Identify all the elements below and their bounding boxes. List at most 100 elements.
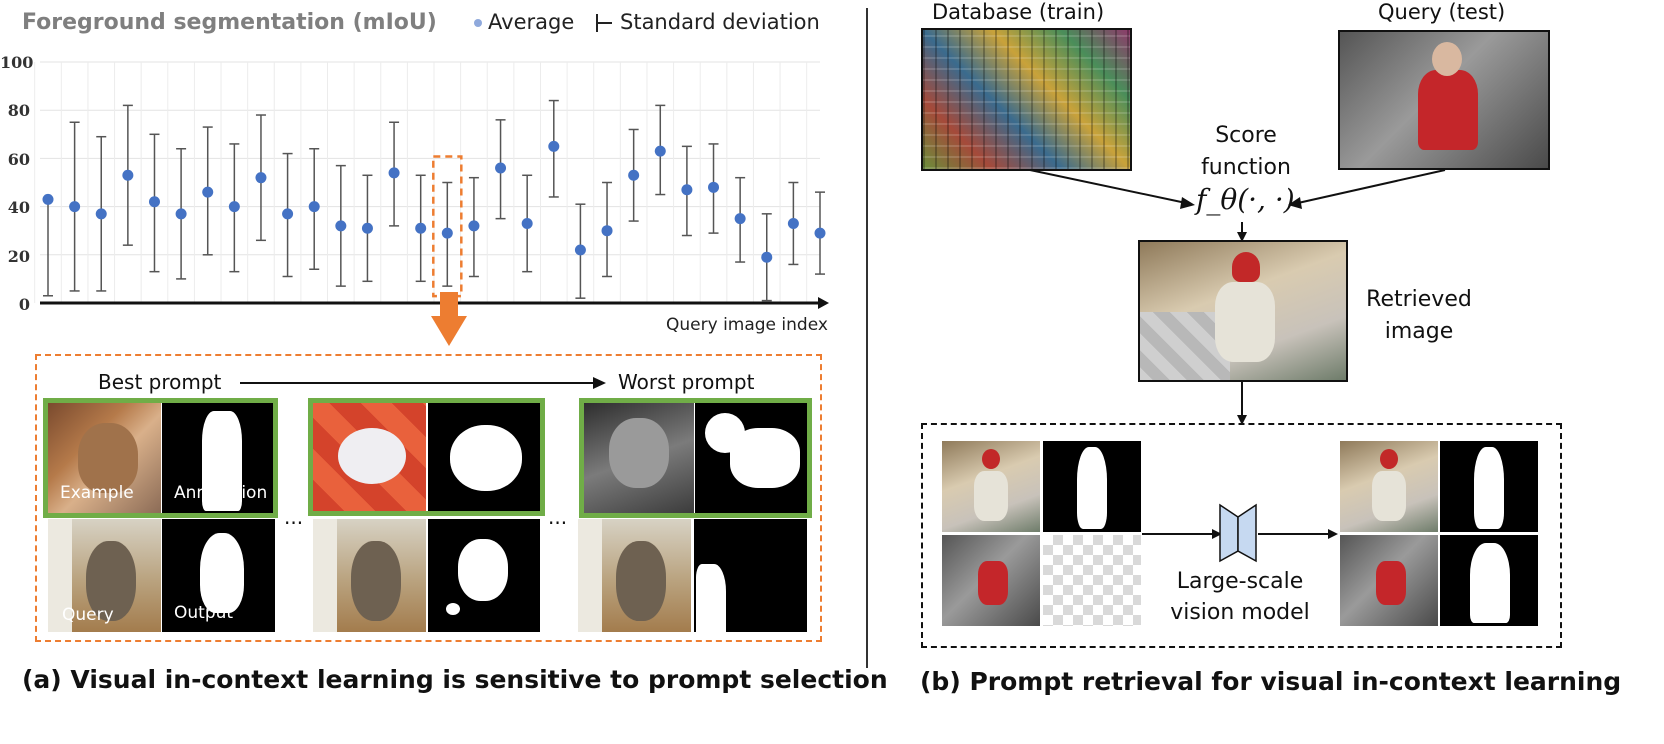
average-point — [228, 201, 240, 213]
x-axis-arrow-icon — [818, 297, 829, 309]
score-function-label: Score function — [1186, 120, 1306, 184]
example-label: Example — [60, 483, 134, 503]
average-point — [601, 225, 613, 237]
legend-std-text: Standard deviation — [620, 10, 820, 34]
ellipsis-2: ... — [548, 505, 568, 529]
legend-average: Average — [474, 10, 574, 34]
average-point — [148, 196, 160, 208]
down-arrow-icon — [431, 316, 467, 346]
average-point — [388, 167, 400, 179]
average-point — [761, 251, 773, 263]
y-tick-40: 40 — [7, 198, 30, 217]
input-prompt-mask — [1043, 441, 1141, 532]
encoder-icon — [1219, 503, 1239, 563]
average-point — [335, 220, 347, 232]
mid-prompt-frame — [308, 398, 545, 516]
legend-average-text: Average — [488, 10, 575, 34]
score-function-line2: function — [1201, 155, 1291, 180]
y-tick-80: 80 — [7, 101, 30, 120]
average-point — [681, 184, 693, 196]
average-point — [42, 193, 54, 205]
annotation-label: Annotation — [174, 483, 268, 503]
query-label: Query — [62, 605, 114, 625]
retrieved-line2: image — [1384, 319, 1454, 344]
std-marker-icon — [596, 14, 612, 32]
query-test-image — [1338, 30, 1550, 170]
example-cat-image-2 — [313, 403, 426, 511]
best-prompt-frame — [43, 398, 278, 518]
output-prompt-mask — [1440, 441, 1538, 532]
average-point — [282, 208, 294, 220]
chart-plot — [34, 61, 829, 346]
flow-arrows — [1029, 169, 1446, 425]
average-point — [69, 201, 81, 213]
query-test-label: Query (test) — [1378, 0, 1506, 24]
average-point — [122, 169, 134, 181]
average-point — [255, 172, 267, 184]
output-label: Output — [174, 603, 234, 623]
query-cat-image: Query — [48, 519, 161, 632]
average-point — [441, 227, 453, 239]
example-cat-image: Example — [48, 403, 161, 515]
decoder-icon — [1237, 503, 1257, 563]
annotation-mask-image: Annotation — [162, 403, 275, 515]
score-formula: f_θ(·, ·) — [1196, 183, 1295, 216]
output-mask-image: Output — [162, 519, 275, 632]
input-prompt-image — [942, 441, 1040, 532]
x-axis-label: Query image index — [666, 315, 828, 335]
chart-title: Foreground segmentation (mIoU) — [22, 10, 437, 35]
output-mask-image-2 — [428, 519, 540, 632]
model-line2: vision model — [1170, 600, 1310, 625]
average-point — [628, 169, 640, 181]
average-point — [814, 227, 826, 239]
panel-divider — [866, 8, 868, 668]
average-point — [308, 201, 320, 213]
average-point — [175, 208, 187, 220]
down-arrow-shaft — [440, 292, 458, 316]
retrieved-line1: Retrieved — [1366, 287, 1472, 312]
output-prompt-image — [1340, 441, 1438, 532]
caption-a: (a) Visual in-context learning is sensit… — [22, 665, 888, 694]
y-tick-0: 0 — [18, 295, 30, 314]
average-point — [787, 217, 799, 229]
model-flow — [1142, 503, 1338, 563]
caption-b: (b) Prompt retrieval for visual in-conte… — [920, 667, 1622, 696]
best-to-worst-arrow-icon — [240, 377, 606, 389]
model-label: Large-scale vision model — [1162, 566, 1318, 628]
database-image-grid — [921, 28, 1132, 171]
masked-output-placeholder — [1043, 535, 1141, 626]
example-cat-image-3 — [584, 403, 694, 515]
annotation-mask-image-2 — [428, 403, 540, 511]
model-io-box — [921, 423, 1562, 648]
database-label: Database (train) — [932, 0, 1105, 24]
retrieved-image — [1138, 240, 1348, 382]
average-marker-icon — [474, 19, 482, 27]
average-point — [708, 181, 720, 193]
annotation-mask-image-3 — [695, 403, 807, 515]
score-function-line1: Score — [1215, 123, 1277, 148]
output-query-image — [1340, 535, 1438, 626]
output-mask-image-3 — [694, 519, 807, 632]
best-prompt-label: Best prompt — [98, 370, 222, 394]
average-point — [495, 162, 507, 174]
y-tick-60: 60 — [7, 150, 30, 169]
query-cat-image-2 — [313, 519, 426, 632]
average-point — [95, 208, 107, 220]
predicted-mask — [1440, 535, 1538, 626]
average-point — [361, 222, 373, 234]
average-point — [521, 217, 533, 229]
average-point — [202, 186, 214, 198]
query-cat-image-3 — [578, 519, 691, 632]
y-tick-100: 100 — [0, 53, 34, 72]
average-point — [654, 145, 666, 157]
ellipsis-1: ... — [284, 505, 304, 529]
average-point — [734, 213, 746, 225]
model-line1: Large-scale — [1176, 569, 1304, 594]
legend-std: Standard deviation — [596, 10, 820, 34]
average-point — [415, 222, 427, 234]
retrieved-image-label: Retrieved image — [1356, 284, 1482, 348]
average-point — [468, 220, 480, 232]
input-query-image — [942, 535, 1040, 626]
prompt-examples-box — [35, 354, 822, 642]
y-tick-20: 20 — [7, 247, 30, 266]
